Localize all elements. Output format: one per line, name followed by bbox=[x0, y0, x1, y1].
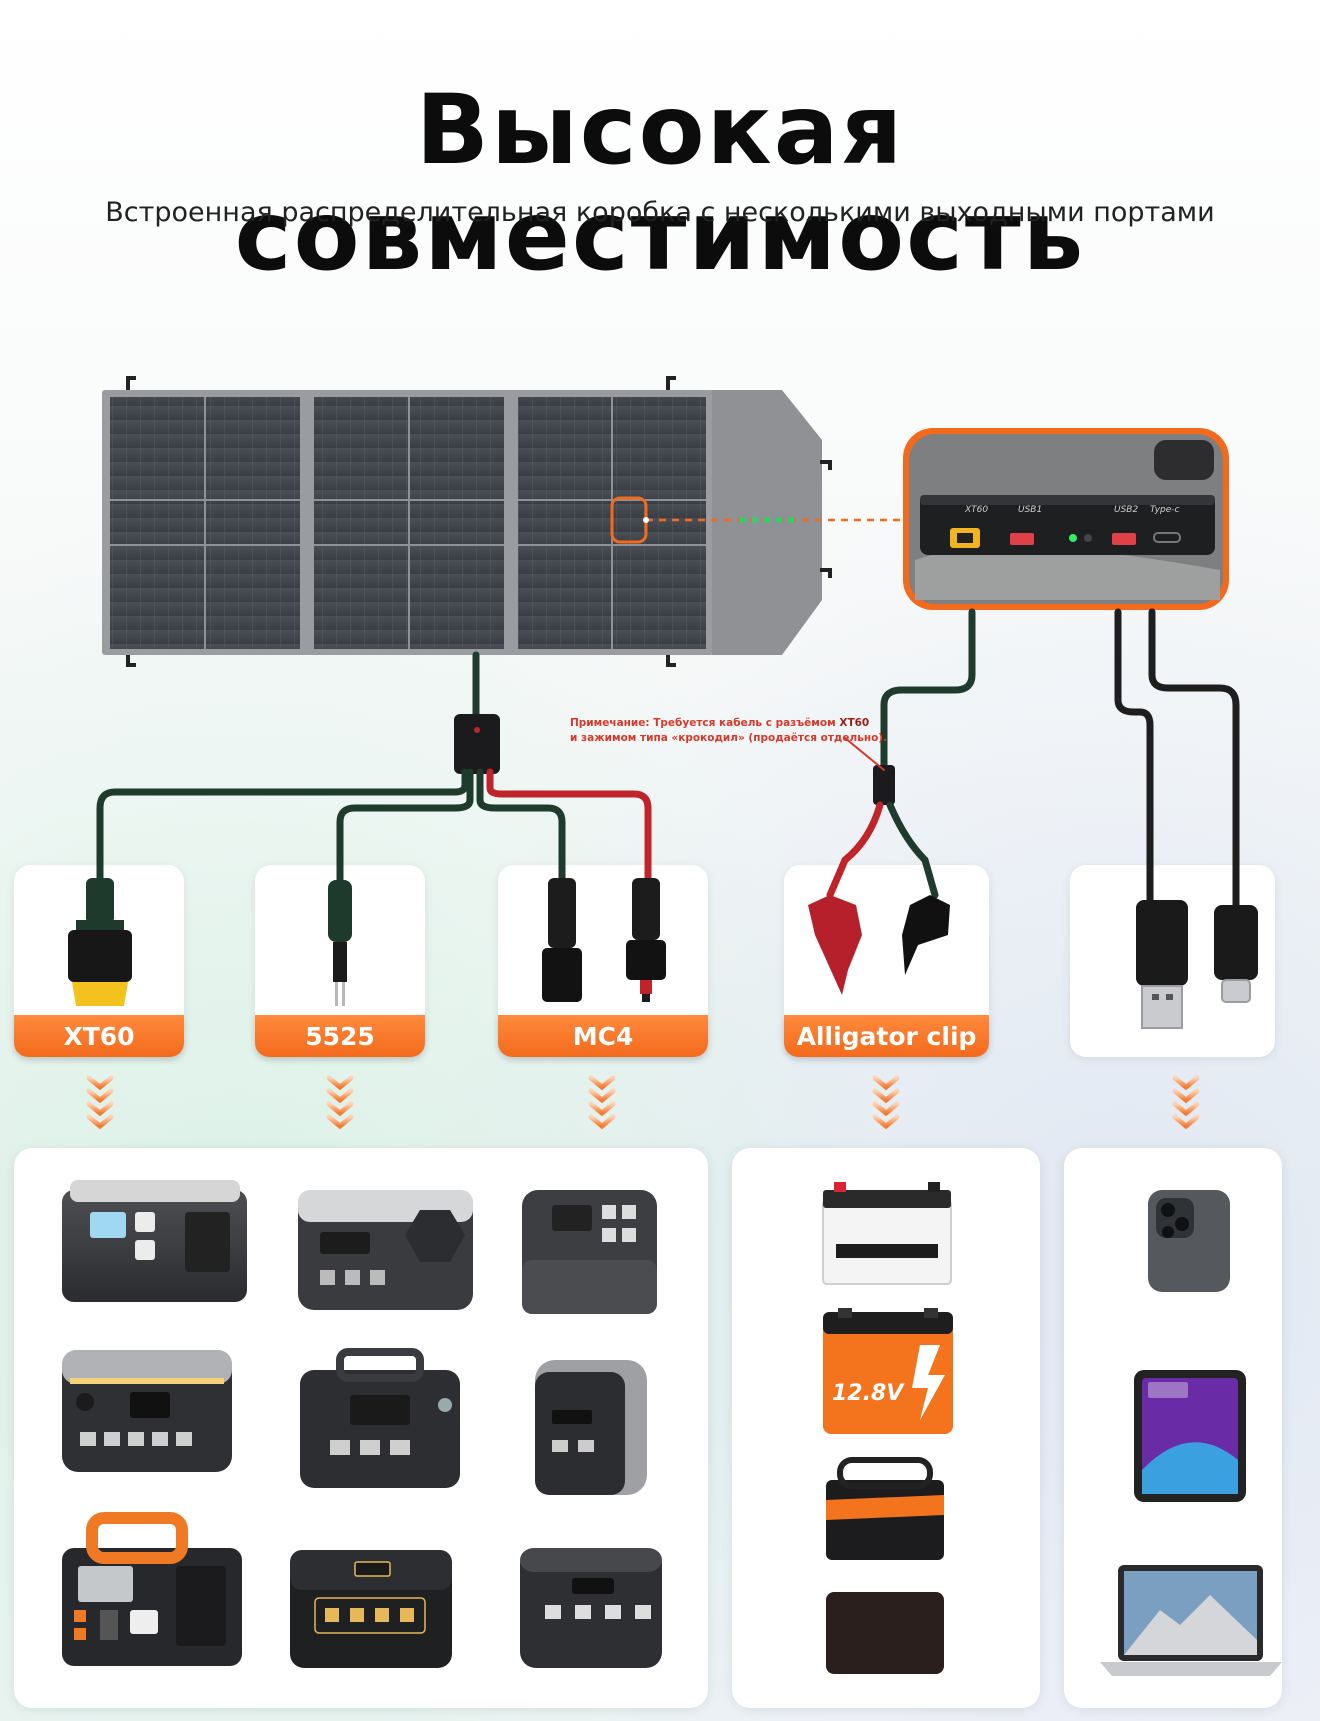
battery-voltage-label: 12.8V bbox=[832, 1381, 905, 1406]
connector-label-alligator-clip: Alligator clip bbox=[784, 1015, 989, 1057]
port-label-usb1: USB1 bbox=[1018, 505, 1042, 515]
note-line-1: Примечание: Требуется кабель с разъёмом … bbox=[570, 716, 887, 731]
laptop-icon bbox=[1100, 1565, 1282, 1676]
junction-box-closeup bbox=[903, 428, 1229, 610]
cable-note: Примечание: Требуется кабель с разъёмом … bbox=[570, 716, 887, 746]
alligator-clip-icon bbox=[808, 895, 950, 995]
car-battery-icon bbox=[822, 1182, 952, 1285]
xt60-plug-icon bbox=[68, 878, 132, 1006]
usb-c-plug-icon bbox=[1214, 905, 1258, 1003]
port-label-type-c: Type-c bbox=[1150, 505, 1180, 515]
connector-label-5525: 5525 bbox=[255, 1015, 425, 1057]
tablet-icon bbox=[1134, 1370, 1246, 1502]
port-label-usb2: USB2 bbox=[1114, 505, 1138, 515]
mc4-connector-icon bbox=[542, 878, 666, 1002]
cables bbox=[96, 608, 1240, 909]
dc5525-plug-icon bbox=[328, 880, 352, 1006]
connector-label-mc4: MC4 bbox=[498, 1015, 708, 1057]
page-subtitle: Встроенная распределительная коробка с н… bbox=[105, 197, 1215, 228]
lifepo4-battery-icon bbox=[823, 1308, 953, 1434]
smartphone-icon bbox=[1148, 1190, 1230, 1292]
note-line-2: и зажимом типа «крокодил» (продаётся отд… bbox=[570, 732, 888, 744]
note-line-1-text: Примечание: Требуется кабель с разъёмом bbox=[570, 717, 840, 729]
page-title: Высокая совместимость bbox=[234, 74, 1086, 292]
lead-acid-battery-icon bbox=[826, 1457, 944, 1674]
down-arrows bbox=[86, 1075, 1200, 1130]
solar-panel bbox=[102, 376, 905, 667]
note-highlight-xt60: XT60 bbox=[839, 717, 870, 729]
port-label-xt60: XT60 bbox=[964, 505, 988, 515]
power-station-icon bbox=[62, 1180, 662, 1668]
connector-label-xt60: XT60 bbox=[14, 1015, 184, 1057]
usb-a-plug-icon bbox=[1136, 900, 1188, 1029]
